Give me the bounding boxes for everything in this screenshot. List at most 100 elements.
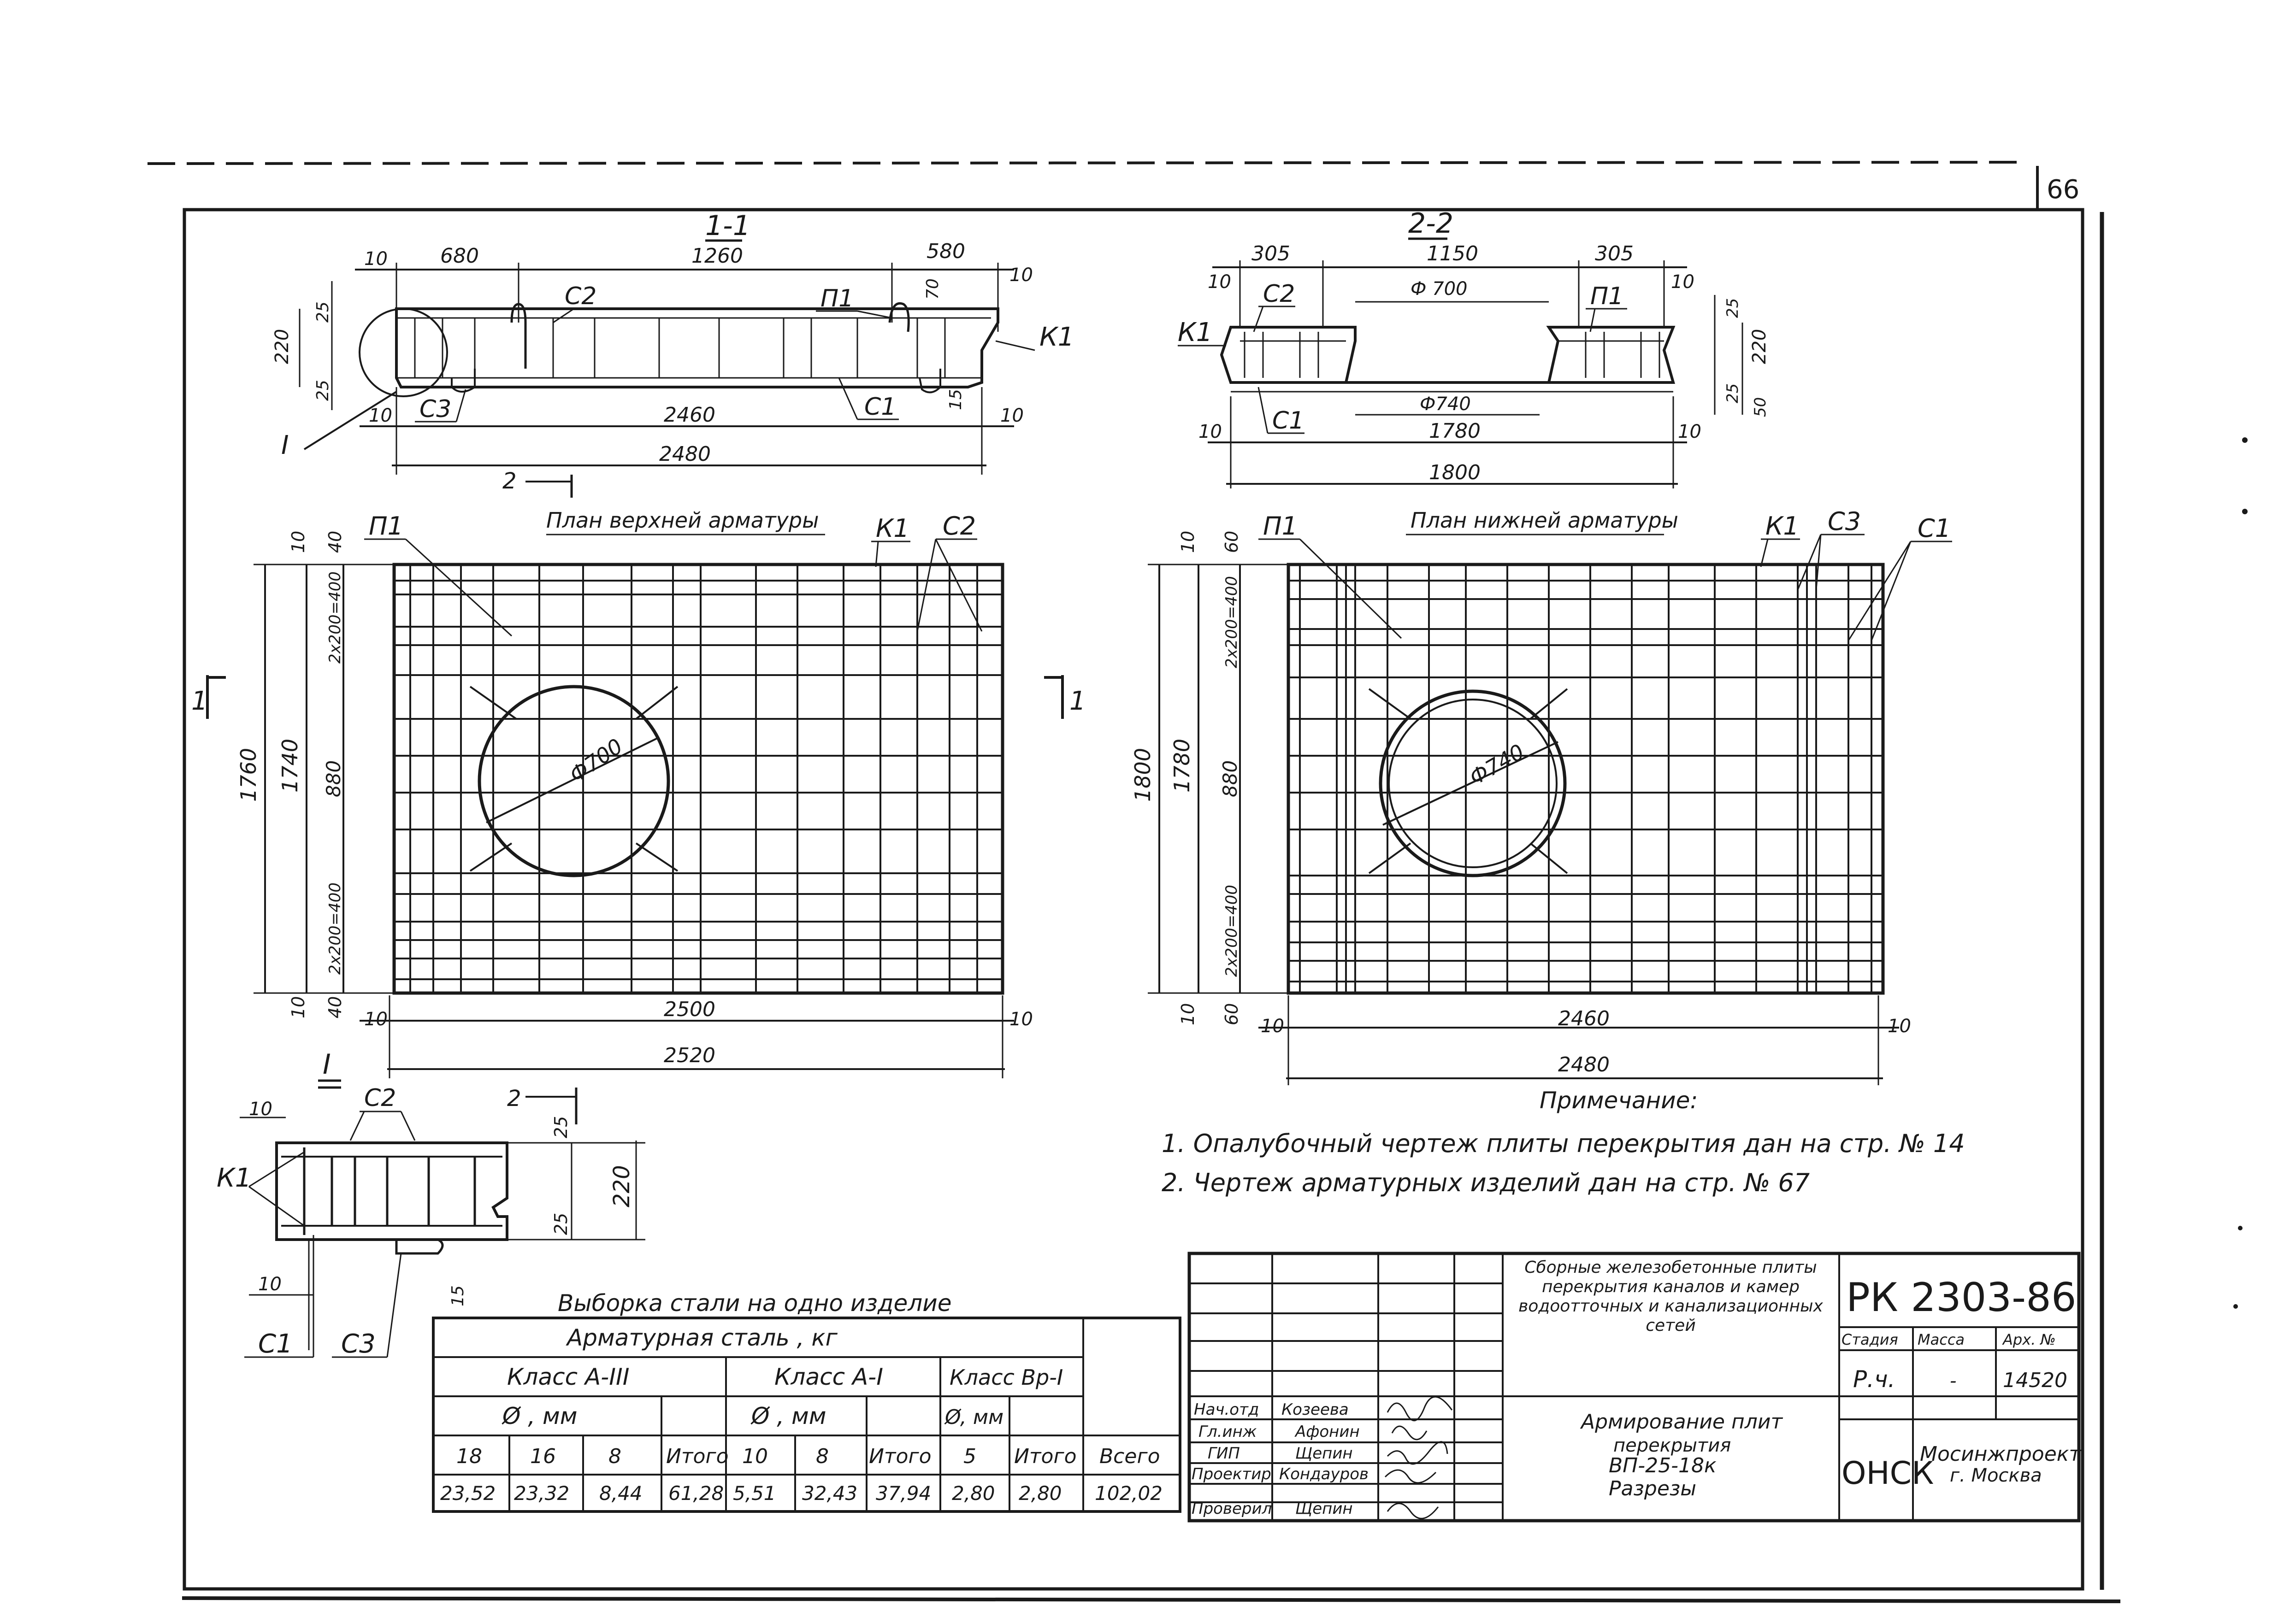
dim-10: 10 [1671, 271, 1694, 293]
cell-value: 2,80 [952, 1482, 995, 1505]
label-p1: П1 [1590, 282, 1623, 310]
dim-1780: 1780 [1169, 739, 1194, 793]
title-block-grid [1189, 1253, 2079, 1521]
vertical-bars [1244, 332, 1660, 378]
dim-2x200: 2х200=400 [1222, 576, 1241, 668]
cut-mark: 2 [507, 1086, 521, 1111]
label-c2: С2 [565, 282, 596, 310]
note-1: 1. Опалубочный чертеж плиты перекрытия д… [1162, 1129, 1965, 1158]
leader-p1 [405, 538, 513, 637]
role: ГИП [1208, 1444, 1240, 1463]
dim-2520: 2520 [664, 1044, 715, 1067]
dim-2480: 2480 [1558, 1053, 1610, 1076]
leader-k1 [1760, 539, 1769, 567]
plan-top-reinforcement: План верхней арматуры [191, 508, 1086, 1078]
signatures [1384, 1396, 1453, 1519]
hole-phi700 [478, 685, 670, 877]
col-header: Итого [1014, 1445, 1077, 1468]
notes: Примечание: 1. Опалубочный чертеж плиты … [1162, 1087, 1965, 1197]
dim-40: 40 [325, 996, 345, 1018]
cell-value: 2,80 [1019, 1482, 1062, 1505]
dim-880: 880 [1219, 760, 1241, 797]
role: Проектир [1192, 1465, 1271, 1483]
margin-marks [2233, 437, 2248, 1309]
dim-60: 60 [1222, 531, 1242, 553]
title-block: Нач.отд Козеева Гл.инж Афонин ГИП Щепин … [1187, 1252, 2081, 1523]
cell-value: 61,28 [668, 1482, 724, 1505]
dim-1800: 1800 [1429, 461, 1481, 484]
leader-p1 [1299, 538, 1402, 639]
leader-k1 [248, 1151, 305, 1188]
class-a3: Класс А-III [507, 1364, 629, 1390]
vertical-bars [414, 318, 946, 378]
plan-bottom-outline [1287, 563, 1885, 995]
sheet-frame [183, 208, 2084, 1591]
dim-25: 25 [313, 301, 332, 323]
arch-value: 14520 [2003, 1369, 2067, 1392]
phi-740-label: Ф740 [1465, 739, 1529, 790]
label-k1: К1 [217, 1163, 251, 1193]
dim-40: 40 [325, 531, 345, 553]
stage-value: Р.ч. [1853, 1366, 1895, 1393]
dim-10: 10 [249, 1099, 272, 1120]
col-header: Всего [1099, 1445, 1160, 1468]
dim-10: 10 [1678, 421, 1701, 442]
leader-p1 [857, 310, 892, 319]
col-header: 5 [963, 1445, 976, 1468]
trim-line-bottom [182, 1596, 2121, 1603]
sheet-title-line: перекрытия [1613, 1435, 1731, 1456]
plan-top-title: План верхней арматуры [546, 508, 819, 533]
sheet-title-line: ВП-25-18к [1609, 1454, 1717, 1477]
name: Щепин [1295, 1500, 1353, 1518]
cut-right-label: 1 [1069, 686, 1086, 716]
dim-2460: 2460 [1558, 1007, 1610, 1030]
c3-hook [395, 1238, 444, 1255]
slab-outline [395, 307, 999, 388]
leader-k1 [995, 340, 1035, 351]
stage-label: Стадия [1842, 1331, 1898, 1348]
leader-c1 [1871, 541, 1912, 641]
dim-580: 580 [927, 240, 965, 263]
org-city: г. Москва [1950, 1465, 2042, 1486]
dim-1740: 1740 [277, 739, 302, 793]
dim-25: 25 [1723, 298, 1742, 318]
loop-p1-left [510, 303, 527, 369]
dim-1260: 1260 [691, 244, 743, 268]
role: Проверил [1192, 1500, 1272, 1518]
leader-c3 [455, 389, 466, 422]
dim-2x200: 2х200=400 [326, 882, 344, 975]
label-k1: К1 [876, 514, 909, 543]
dia-bp1: Ø, мм [944, 1405, 1003, 1429]
c3-hook-right [919, 369, 941, 394]
class-bp1: Класс Вр-I [950, 1365, 1063, 1390]
leader-c3 [1815, 534, 1822, 590]
slab-right [1546, 326, 1676, 384]
col-header: Итого [666, 1445, 729, 1468]
label-c2: С2 [364, 1084, 396, 1112]
label-c1: С1 [864, 393, 896, 421]
table-grid [433, 1318, 1180, 1511]
trim-line-top [147, 161, 2029, 165]
cell-value: 23,32 [514, 1482, 569, 1505]
dim-2x200: 2х200=400 [1222, 885, 1241, 977]
sheet-title-line: Разрезы [1609, 1477, 1696, 1500]
plan-bottom-reinforcement: План нижней арматуры [1130, 507, 1952, 1085]
dia-a3: Ø , мм [502, 1403, 577, 1429]
leader-c1 [1847, 541, 1912, 641]
label-p1: П1 [369, 512, 403, 541]
role: Нач.отд [1194, 1400, 1259, 1419]
dim-25: 25 [551, 1213, 571, 1235]
leader-p1 [1589, 308, 1596, 332]
mass-label: Масса [1918, 1331, 1965, 1348]
dim-10: 10 [1261, 1016, 1284, 1037]
plan-bottom-title: План нижней арматуры [1411, 508, 1678, 533]
dim-1800: 1800 [1130, 748, 1155, 802]
dim-10: 10 [364, 248, 388, 270]
c3-hook-left [451, 369, 476, 393]
section-1-1-title: 1-1 [705, 210, 750, 242]
label-c3: С3 [1828, 507, 1861, 536]
dim-305: 305 [1251, 242, 1290, 265]
cell-value: 37,94 [876, 1482, 931, 1505]
label-c1: С1 [1272, 407, 1304, 435]
hole-trim-bars [1368, 688, 1568, 874]
